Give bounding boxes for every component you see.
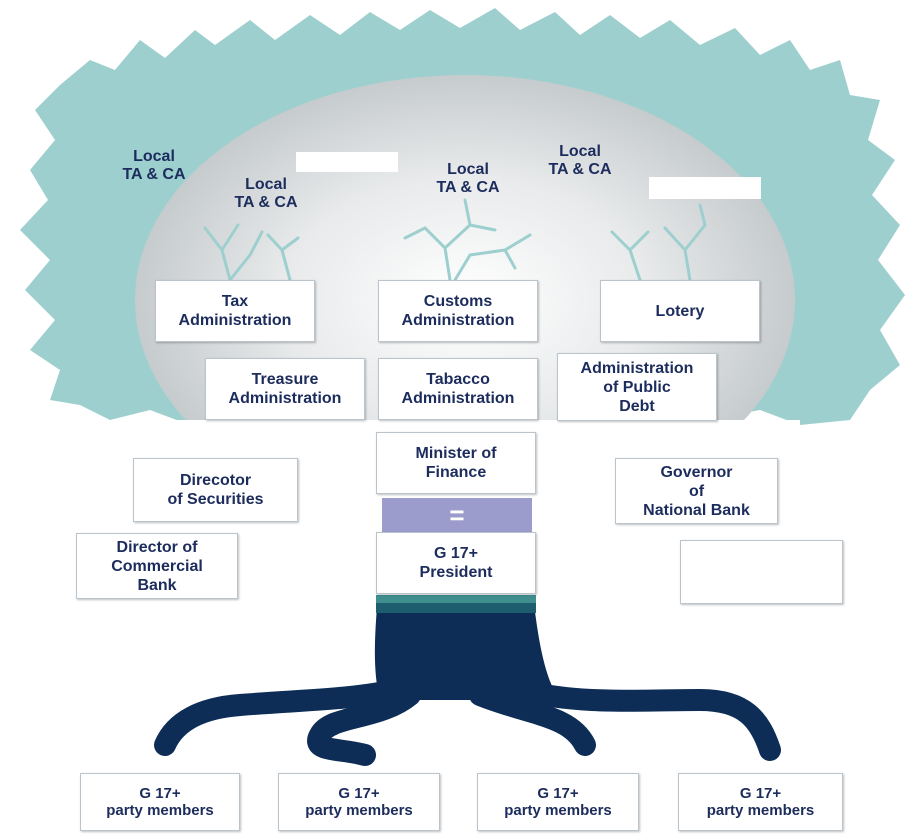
treasure-administration-box: Treasure Administration [205, 358, 365, 420]
party-members-box: G 17+ party members [80, 773, 240, 831]
party-members-box: G 17+ party members [678, 773, 843, 831]
director-of-commercial-bank-box: Director of Commercial Bank [76, 533, 238, 599]
tax-administration-box: Tax Administration [155, 280, 315, 342]
g17-president-box: G 17+ President [376, 532, 536, 594]
director-of-securities-box: Direcotor of Securities [133, 458, 298, 522]
trunk-band-mid [376, 603, 536, 613]
customs-administration-box: Customs Administration [378, 280, 538, 342]
canopy-branches [203, 198, 707, 282]
local-ta-ca-label-4: Local TA & CA [548, 143, 612, 178]
blank-box [680, 540, 843, 604]
blank-label-right [649, 177, 761, 199]
local-ta-ca-label-3: Local TA & CA [436, 161, 500, 196]
governor-of-national-bank-box: Governor of National Bank [615, 458, 778, 524]
party-members-box: G 17+ party members [477, 773, 639, 831]
equals-bar: = [382, 498, 532, 532]
party-members-box: G 17+ party members [278, 773, 440, 831]
lotery-box: Lotery [600, 280, 760, 342]
blank-label-top [296, 152, 398, 172]
local-ta-ca-label-1: Local TA & CA [122, 148, 186, 183]
tree-roots [154, 679, 781, 766]
tree-trunk [374, 595, 560, 700]
local-ta-ca-label-2: Local TA & CA [234, 176, 298, 211]
tabacco-administration-box: Tabacco Administration [378, 358, 538, 420]
public-debt-administration-box: Administration of Public Debt [557, 353, 717, 421]
minister-of-finance-box: Minister of Finance [376, 432, 536, 494]
trunk-band-light [376, 595, 536, 603]
